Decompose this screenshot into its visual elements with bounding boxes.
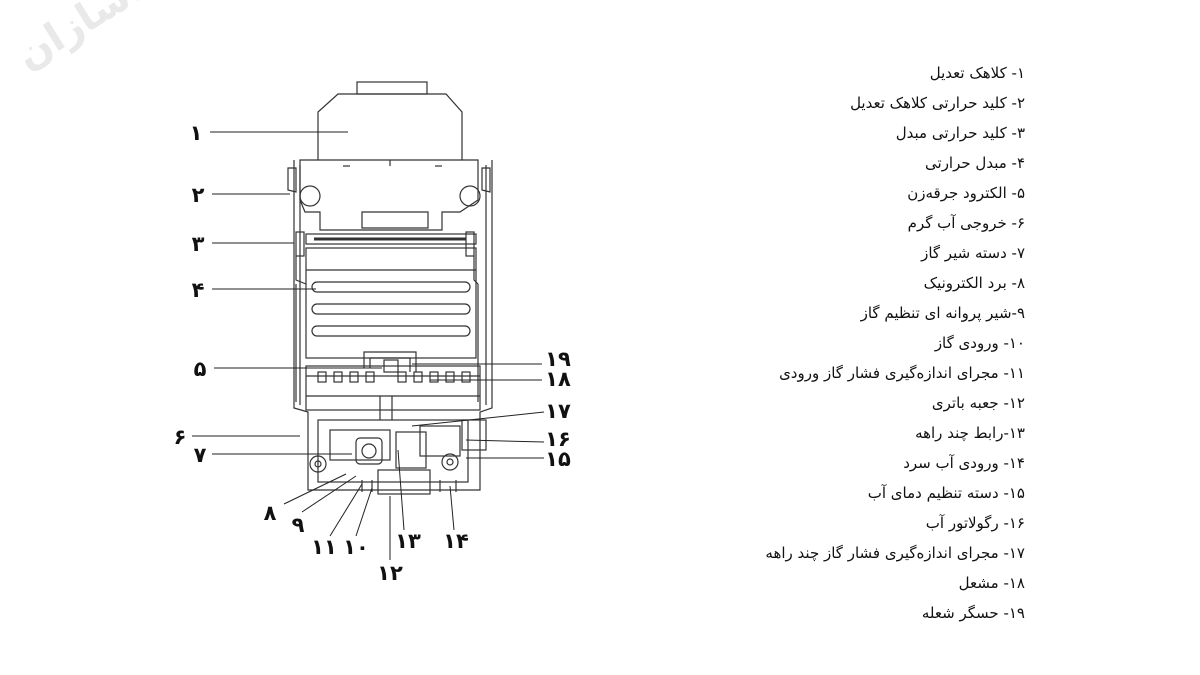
callout-4: ۴ <box>192 278 205 302</box>
callout-16: ۱۶ <box>545 427 571 451</box>
callout-7: ۷ <box>194 443 207 467</box>
legend-item: ۶- خروجی آب گرم <box>907 214 1025 232</box>
callout-11: ۱۱ <box>311 535 337 559</box>
callout-2: ۲ <box>192 183 205 207</box>
parts-legend: ۱- کلاهک تعدیل ۲- کلید حرارتی کلاهک تعدی… <box>525 58 1025 628</box>
legend-item: ۴- مبدل حرارتی <box>925 154 1025 172</box>
callout-5: ۵ <box>194 357 207 381</box>
legend-item: ۱۳-رابط چند راهه <box>915 424 1025 442</box>
legend-item: ۵- الکترود جرقه‌زن <box>907 184 1025 202</box>
outer-casing <box>293 160 493 491</box>
legend-item: ۷- دسته شیر گاز <box>921 244 1025 262</box>
legend-item: ۳- کلید حرارتی مبدل <box>895 124 1025 142</box>
legend-item: ۹-شیر پروانه ای تنظیم گاز <box>860 304 1025 322</box>
legend-item: ۱۶- رگولاتور آب <box>925 514 1025 532</box>
callout-1: ۱ <box>190 121 203 145</box>
gas-valve-assembly <box>317 419 469 483</box>
legend-item: ۱۴- ورودی آب سرد <box>903 454 1025 472</box>
leader-lines <box>192 131 545 560</box>
callout-19: ۱۹ <box>545 347 571 371</box>
legend-item: ۱۰- ورودی گاز <box>934 334 1025 352</box>
legend-item: ۱۲- جعبه باتری <box>931 394 1025 412</box>
heater-drawing <box>287 81 493 495</box>
draft-hood <box>299 93 479 231</box>
callout-8: ۸ <box>264 501 277 525</box>
legend-item: ۸- برد الکترونیک <box>923 274 1025 292</box>
callout-17: ۱۷ <box>545 399 571 423</box>
callout-3: ۳ <box>192 232 205 256</box>
burner-area <box>305 365 481 411</box>
callout-18: ۱۸ <box>545 367 571 391</box>
callout-14: ۱۴ <box>443 529 469 553</box>
callout-numbers: ۱ ۲ ۳ ۴ ۵ ۶ ۷ ۸ ۹ ۱۰ ۱۱ ۱۲ ۱۳ ۱۴ ۱۵ ۱۶ ۱… <box>174 121 571 585</box>
callout-13: ۱۳ <box>395 529 421 553</box>
callout-10: ۱۰ <box>343 535 369 559</box>
legend-item: ۱۹- حسگر شعله <box>921 604 1025 622</box>
callout-12: ۱۲ <box>377 561 403 585</box>
legend-item: ۱۱- مجرای اندازه‌گیری فشار گاز ورودی <box>779 364 1025 382</box>
callout-15: ۱۵ <box>545 447 571 471</box>
hood-window <box>361 211 429 229</box>
legend-item: ۱۷- مجرای اندازه‌گیری فشار گاز چند راهه <box>765 544 1025 562</box>
flue-outlet <box>356 81 428 95</box>
callout-9: ۹ <box>292 513 305 537</box>
legend-item: ۱- کلاهک تعدیل <box>929 64 1025 82</box>
legend-item: ۱۸- مشعل <box>958 574 1025 592</box>
legend-item: ۲- کلید حرارتی کلاهک تعدیل <box>850 94 1025 112</box>
legend-item: ۱۵- دسته تنظیم دمای آب <box>867 484 1025 502</box>
burner-nozzles <box>317 371 471 383</box>
battery-box <box>377 469 431 495</box>
thermal-switch-post <box>295 231 305 257</box>
heat-exchanger <box>305 247 477 359</box>
callout-6: ۶ <box>174 425 187 449</box>
